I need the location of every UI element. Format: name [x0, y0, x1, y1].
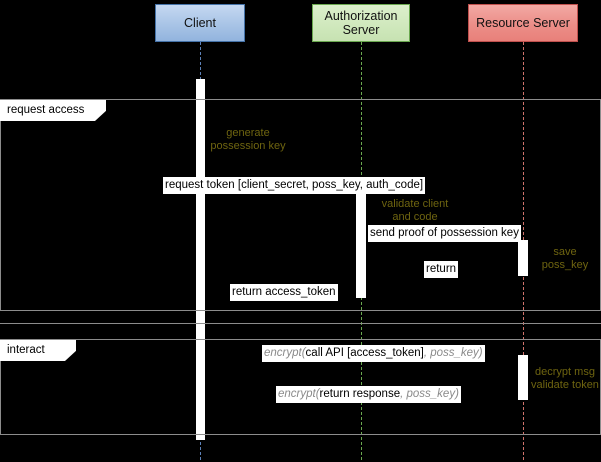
note-validate-client-and-code: validate client and code [381, 198, 449, 223]
note-decrypt-validate: decrypt msg validate token [531, 366, 599, 391]
activation-bar-resource-server-2 [518, 355, 528, 400]
message-return: return [424, 261, 459, 278]
participant-authorization-server-label: Authorization Server [324, 9, 398, 37]
message-send-proof-of-possession-key: send proof of possession key [368, 225, 521, 242]
message-return-response-prefix: encrypt( [278, 388, 320, 400]
message-return-access-token: return access_token [230, 284, 338, 301]
message-request-token: request token [client_secret, poss_key, … [163, 177, 426, 194]
message-return-response-core: return response [319, 388, 401, 400]
message-call-api-core: call API [access_token] [305, 347, 424, 359]
message-call-api: encrypt(call API [access_token], poss_ke… [262, 345, 485, 362]
participant-client[interactable]: Client [155, 4, 245, 42]
message-call-api-suffix: , poss_key) [423, 347, 483, 359]
separator-rule-1 [0, 310, 601, 311]
note-save-poss-key: save poss_key [541, 246, 589, 271]
participant-resource-server-label: Resource Server [476, 16, 570, 30]
separator-rule-3 [0, 434, 601, 435]
message-return-response-suffix: , poss_key) [400, 388, 459, 400]
activation-bar-resource-server-1 [518, 240, 528, 276]
activation-bar-client [196, 79, 205, 440]
fragment-label-interact: interact [0, 340, 76, 361]
participant-resource-server[interactable]: Resource Server [468, 4, 578, 42]
fragment-label-request-access: request access [0, 100, 106, 121]
message-call-api-prefix: encrypt( [264, 347, 306, 359]
participant-client-label: Client [184, 16, 216, 30]
note-generate-possession-key: generate possession key [210, 127, 286, 152]
message-return-response: encrypt(return response, poss_key) [276, 386, 461, 403]
participant-authorization-server[interactable]: Authorization Server [312, 4, 410, 42]
separator-rule-2 [0, 323, 601, 324]
